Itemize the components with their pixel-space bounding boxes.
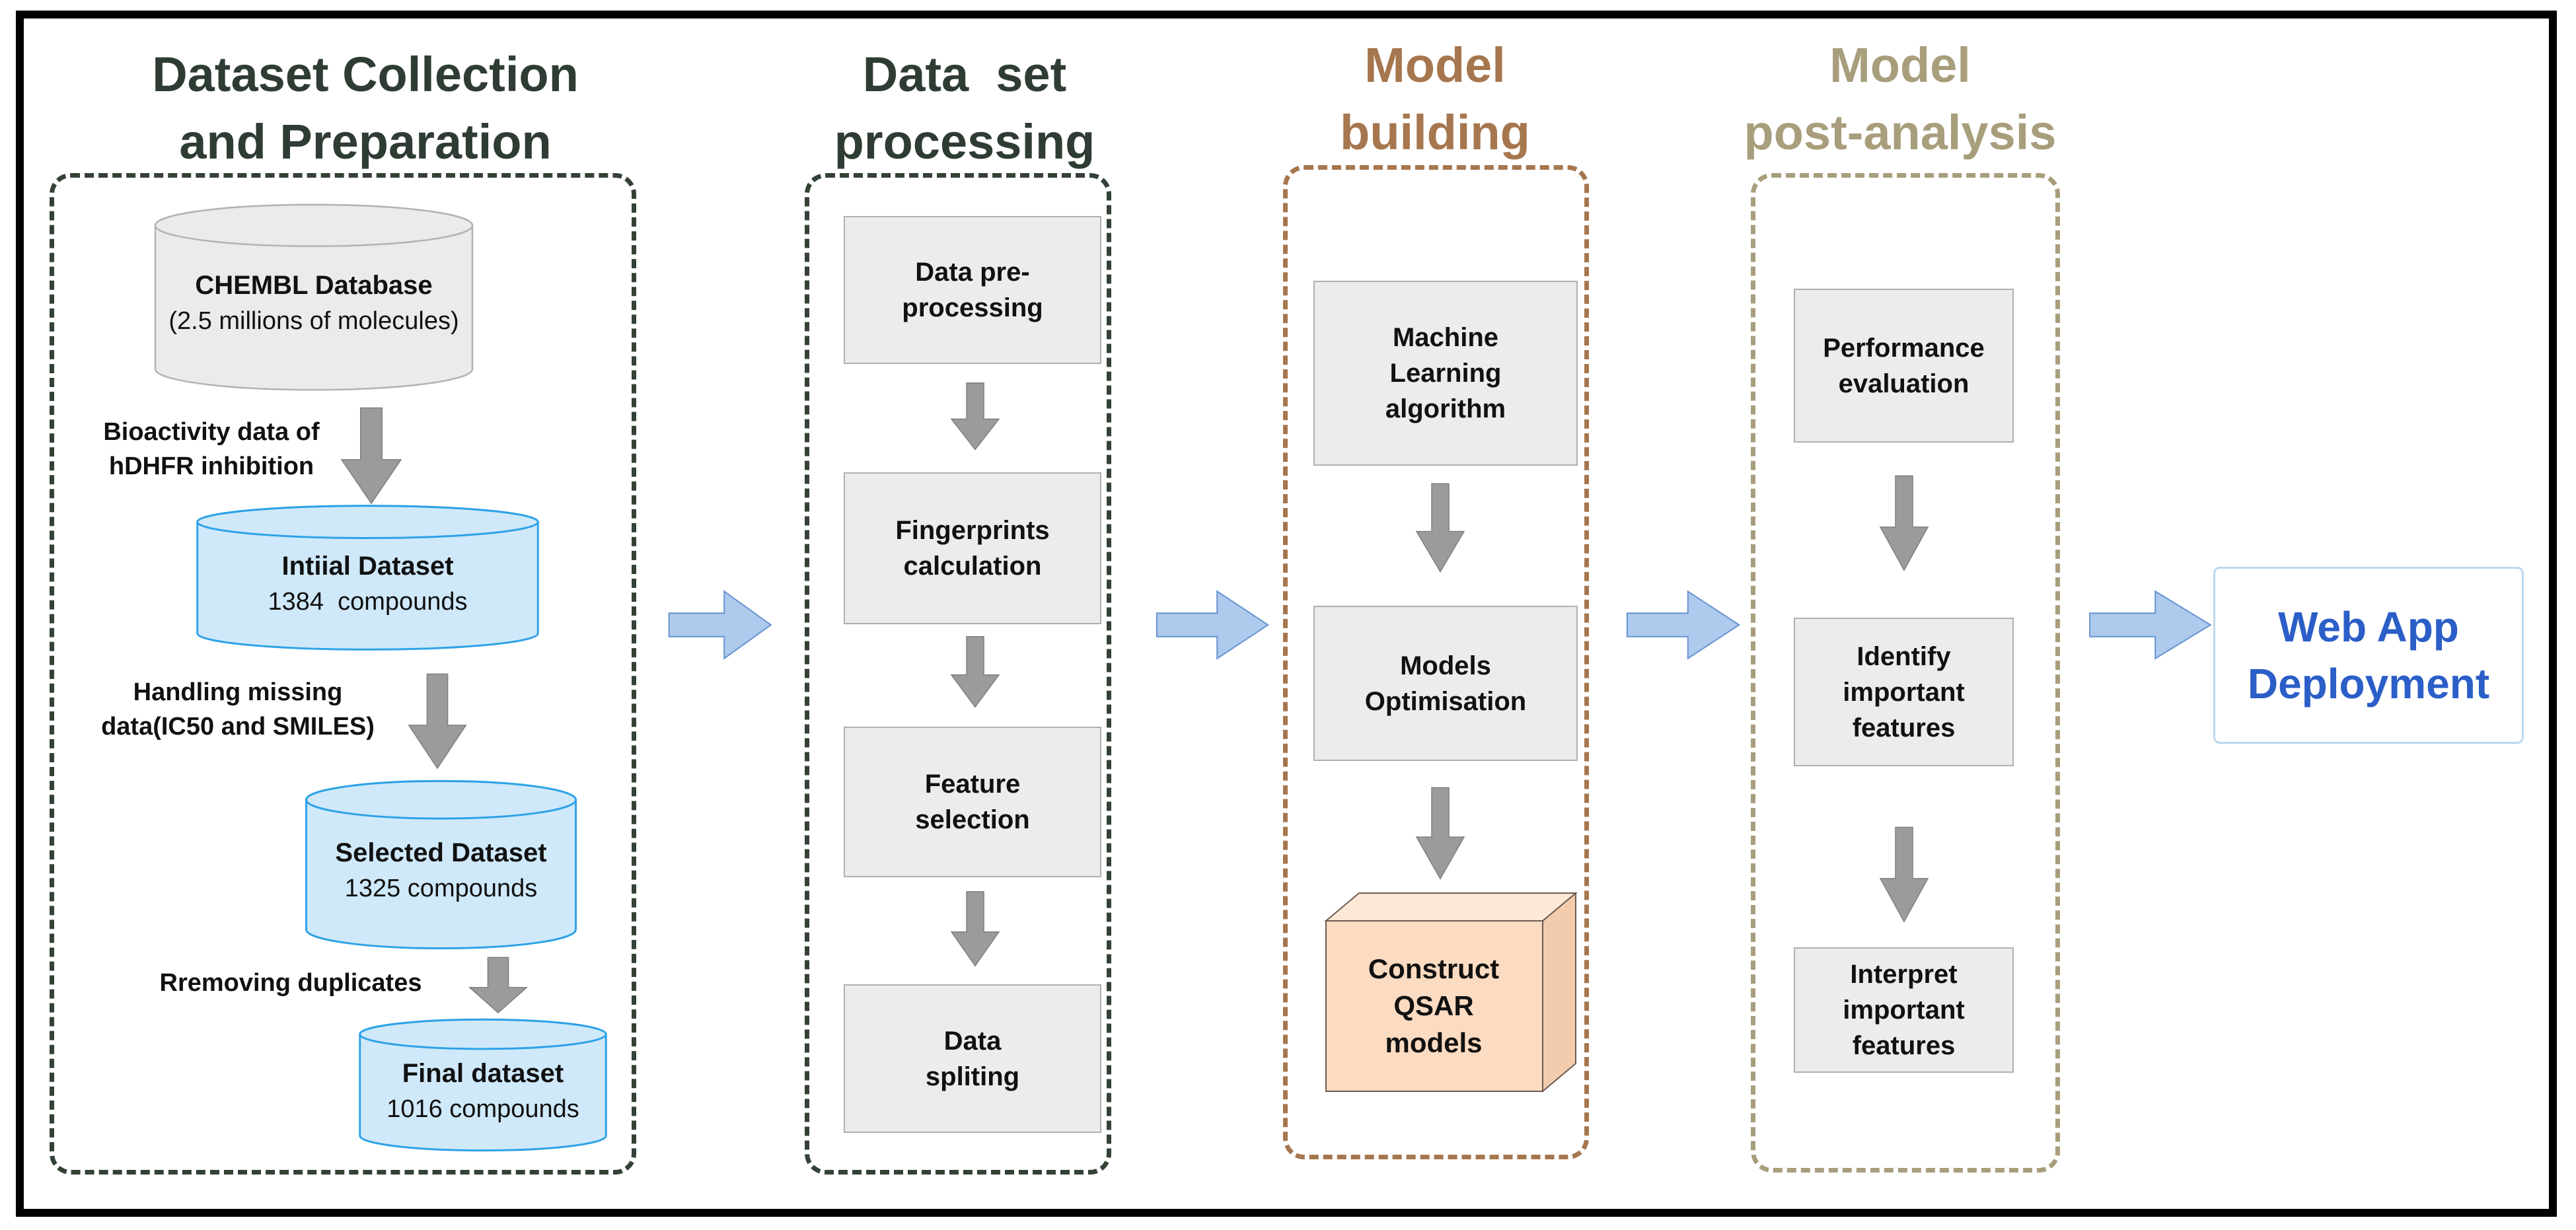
column1-title: Dataset Collection and Preparation [101,41,630,176]
column3-title-line2: building [1340,105,1530,160]
step-label-line: evaluation [1838,369,1969,398]
final-dataset-name: Final dataset [402,1058,564,1088]
step-interpret-important-features: Interpret important features [1794,947,2014,1073]
column3-title-line1: Model [1364,38,1506,92]
step-label-line: features [1852,1031,1956,1060]
qsar-label-line: Construct [1368,953,1500,984]
step-label-line: Feature [924,770,1021,799]
right-arrow-icon [2088,585,2215,665]
column4-title-line1: Model [1829,38,1971,92]
selected-dataset-label: Selected Dataset 1325 compounds [301,778,581,951]
column4-panel [1751,173,2060,1173]
cylinder-icon [301,778,581,951]
qsar-3d-box: Construct QSAR models [1318,886,1582,1099]
step-label-line: Data [943,1026,1002,1056]
initial-dataset-count: 1384 compounds [268,587,468,616]
qsar-label-line: models [1385,1027,1483,1058]
down-arrow-icon [1878,826,1931,925]
column2-title-line1: Data set [862,47,1067,102]
bioactivity-edge-label: Bioactivity data of hDHFR inhibition [66,415,357,484]
step-label-line: processing [902,293,1043,322]
qsar-box-label: Construct QSAR models [1326,920,1541,1093]
step-data-splitting: Data spliting [844,984,1101,1133]
webapp-deployment-line1: Web App [2278,603,2459,651]
initial-dataset-name: Intiial Dataset [281,551,454,581]
step-label-line: Models [1400,651,1491,680]
outer-frame [16,11,2557,1217]
webapp-deployment-box: Web App Deployment [2213,567,2524,744]
column1-title-line1: Dataset Collection [152,47,579,102]
step-label-line: important [1843,677,1965,707]
chembl-database-label: CHEMBL Database (2.5 millions of molecul… [149,201,479,393]
handling-missing-edge-label-line1: Handling missing [133,678,343,706]
step-feature-selection: Feature selection [844,727,1101,877]
selected-dataset-count: 1325 compounds [344,875,538,902]
right-arrow-icon [1155,585,1272,665]
step-machine-learning-algorithm: Machine Learning algorithm [1313,281,1578,466]
selected-dataset-cylinder: Selected Dataset 1325 compounds [301,778,581,951]
cylinder-icon [355,1017,611,1153]
column1-panel [50,173,636,1175]
down-arrow-icon [1414,786,1467,882]
bioactivity-edge-label-line2: hDHFR inhibition [108,452,314,480]
down-arrow-icon [1414,482,1467,575]
qsar-label-line: QSAR [1393,990,1474,1021]
down-arrow-icon [466,957,530,1015]
step-label-line: Learning [1389,359,1502,388]
down-arrow-icon [949,890,1002,968]
down-arrow-icon [1878,474,1931,573]
step-label-line: Optimisation [1364,686,1527,716]
selected-dataset-name: Selected Dataset [335,838,547,867]
step-identify-important-features: Identify important features [1794,618,2014,766]
webapp-deployment-line2: Deployment [2247,660,2490,707]
cylinder-icon [190,503,545,652]
down-arrow-icon [338,406,404,507]
initial-dataset-cylinder: Intiial Dataset 1384 compounds [190,503,545,652]
step-label-line: Machine [1392,323,1499,352]
right-arrow-icon [667,585,774,665]
down-arrow-icon [406,672,469,772]
final-dataset-count: 1016 compounds [386,1095,579,1123]
handling-missing-edge-label: Handling missing data(IC50 and SMILES) [63,675,413,744]
step-label-line: Fingerprints [895,516,1050,545]
column4-title: Model post-analysis [1636,32,2164,166]
step-label-line: Data pre- [915,258,1030,287]
step-label-line: algorithm [1385,394,1506,423]
final-dataset-cylinder: Final dataset 1016 compounds [355,1017,611,1153]
column2-title-line2: processing [834,114,1095,169]
chembl-database-cylinder: CHEMBL Database (2.5 millions of molecul… [149,201,479,393]
cube-icon [1318,886,1582,1099]
initial-dataset-label: Intiial Dataset 1384 compounds [190,503,545,652]
step-label-line: calculation [903,552,1042,581]
step-label-line: Identify [1857,641,1951,671]
step-performance-evaluation: Performance evaluation [1794,289,2014,443]
right-arrow-icon [1625,585,1743,665]
chembl-database-count: (2.5 millions of molecules) [168,307,459,335]
column1-title-line2: and Preparation [179,114,552,169]
cylinder-icon [149,201,479,393]
step-label-line: Performance [1823,333,1985,363]
removing-duplicates-edge-label: Rremoving duplicates [112,966,469,1000]
bioactivity-edge-label-line1: Bioactivity data of [103,418,320,446]
down-arrow-icon [949,635,1002,709]
step-fingerprints-calculation: Fingerprints calculation [844,472,1101,624]
step-label-line: Interpret [1850,960,1958,989]
chembl-database-name: CHEMBL Database [195,271,433,300]
final-dataset-label: Final dataset 1016 compounds [355,1017,611,1153]
column3-panel [1283,165,1589,1159]
step-models-optimisation: Models Optimisation [1313,606,1578,761]
step-label-line: important [1843,995,1965,1025]
step-label-line: features [1852,713,1956,742]
handling-missing-edge-label-line2: data(IC50 and SMILES) [101,713,375,741]
column2-panel [805,173,1111,1175]
removing-duplicates-edge-label-line1: Rremoving duplicates [159,969,422,997]
column4-title-line2: post-analysis [1744,105,2057,160]
column2-title: Data set processing [700,41,1229,176]
column3-title: Model building [1171,32,1699,166]
down-arrow-icon [949,382,1002,452]
step-label-line: spliting [925,1062,1020,1091]
step-data-preprocessing: Data pre- processing [844,216,1101,364]
step-label-line: selection [915,805,1030,834]
